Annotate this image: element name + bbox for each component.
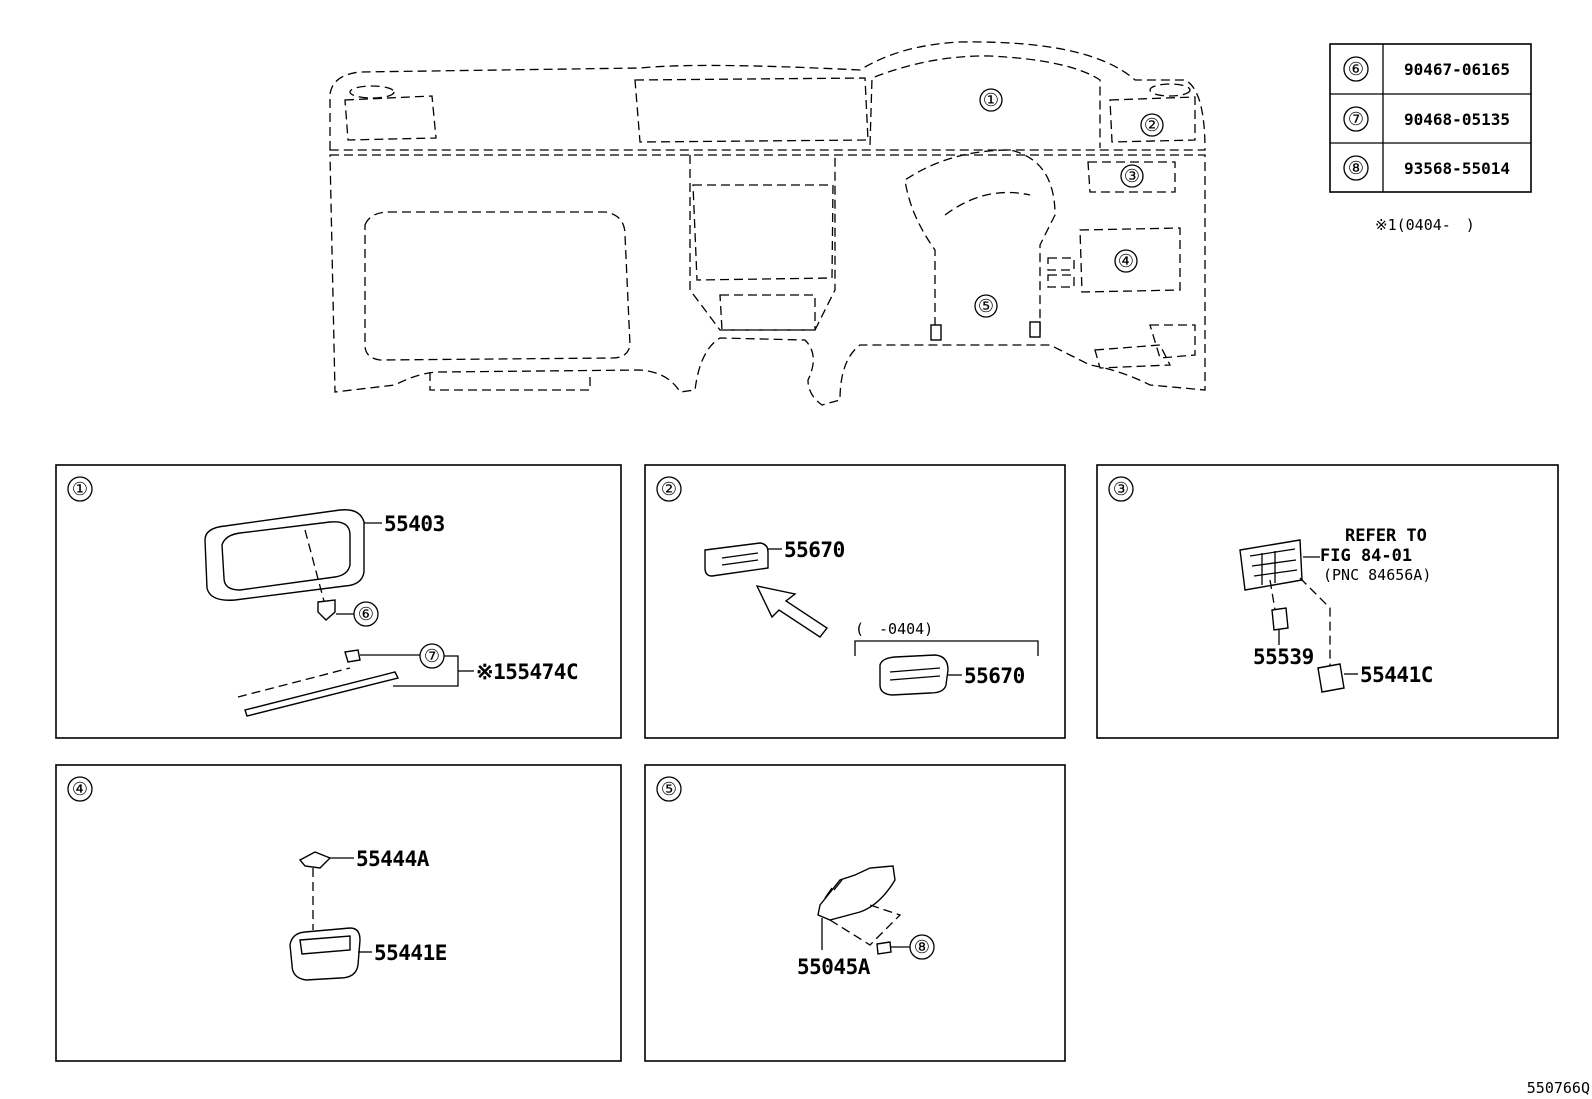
detail-panel-1: ① 55403 ⑥ ⑦ ※155474C <box>55 464 622 739</box>
refer-fig-label: FIG 84-01 <box>1320 546 1412 566</box>
panel-number: ③ <box>1113 479 1129 500</box>
detail-panel-3: ③ REFER TO FIG 84-01 (PNC 84656A) 55539 … <box>1096 464 1559 739</box>
part-label-55444a: 55444A <box>356 847 430 871</box>
part-label-55441c: 55441C <box>1360 663 1433 687</box>
overview-callout-1: ① <box>979 88 1003 112</box>
part-label-55539: 55539 <box>1253 645 1314 669</box>
svg-text:③: ③ <box>1124 166 1140 187</box>
part-label-55670: 55670 <box>784 538 845 562</box>
overview-callout-2: ② <box>1140 113 1164 137</box>
svg-text:④: ④ <box>1118 251 1134 272</box>
parts-table-row: ⑥ 90467-06165 <box>1343 56 1510 82</box>
detail-panel-5: ⑤ ⑧ 55045A <box>644 764 1066 1062</box>
svg-text:⑥: ⑥ <box>358 604 374 625</box>
svg-text:①: ① <box>983 90 999 111</box>
parts-table-row: ⑦ 90468-05135 <box>1343 106 1510 132</box>
parts-table-row: ⑧ 93568-55014 <box>1343 155 1510 181</box>
detail-panel-4: ④ 55444A 55441E <box>55 764 622 1062</box>
panel-number: ④ <box>72 779 88 800</box>
svg-text:⑦: ⑦ <box>1348 109 1364 130</box>
part-label-55045a: 55045A <box>797 955 871 979</box>
part-55403-drawing <box>204 509 365 601</box>
refer-pnc-label: (PNC 84656A) <box>1323 566 1431 584</box>
overview-callout-4: ④ <box>1114 249 1138 273</box>
parts-table-note: ※1(0404- ) <box>1375 216 1475 234</box>
svg-text:⑧: ⑧ <box>914 937 930 958</box>
svg-text:⑥: ⑥ <box>1348 59 1364 80</box>
detail-panel-2: ② 55670 ( -0404) 55670 <box>644 464 1066 739</box>
part-number: 93568-55014 <box>1404 159 1510 178</box>
part-label-55474c: ※155474C <box>476 660 578 684</box>
refer-to-label: REFER TO <box>1345 526 1427 546</box>
part-label-55403: 55403 <box>384 512 445 536</box>
overview-callout-3: ③ <box>1120 164 1144 188</box>
svg-text:②: ② <box>1144 115 1160 136</box>
part-label-55441e: 55441E <box>374 941 447 965</box>
parts-table: ⑥ 90467-06165 ⑦ 90468-05135 ⑧ 93568-5501… <box>1329 43 1532 234</box>
figure-code: 550766Q <box>1527 1079 1590 1097</box>
part-55441e-drawing <box>289 927 361 981</box>
part-55670-vent-drawing <box>704 542 769 577</box>
part-55045a-drawing <box>817 865 896 921</box>
svg-text:⑧: ⑧ <box>1348 158 1364 179</box>
panel-number: ② <box>661 479 677 500</box>
svg-text:⑦: ⑦ <box>424 646 440 667</box>
dashboard-overview: ① ② ③ ④ ⑤ <box>329 41 1206 406</box>
overview-callout-5: ⑤ <box>974 294 998 318</box>
part-label-55670: 55670 <box>964 664 1025 688</box>
panel-number: ⑤ <box>661 779 677 800</box>
panel-number: ① <box>72 479 88 500</box>
part-number: 90468-05135 <box>1404 110 1510 129</box>
svg-text:⑤: ⑤ <box>978 296 994 317</box>
part-number: 90467-06165 <box>1404 60 1510 79</box>
part-55670-vent-drawing <box>879 654 949 696</box>
date-range-label: ( -0404) <box>855 620 933 638</box>
